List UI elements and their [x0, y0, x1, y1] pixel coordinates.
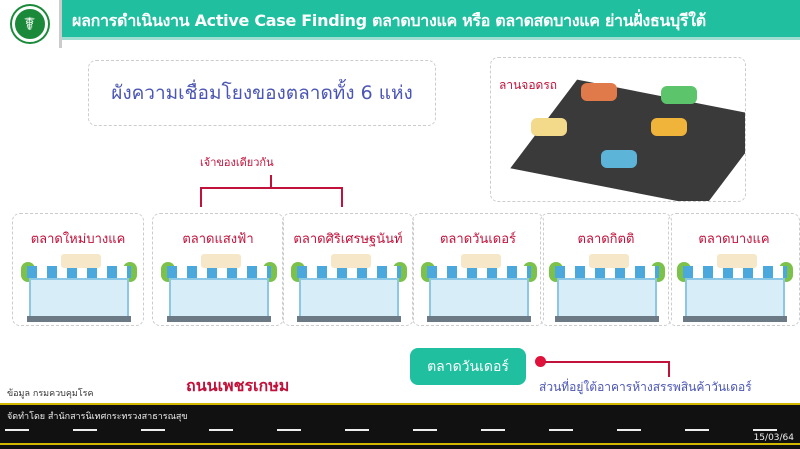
awning: [167, 266, 271, 278]
page-title: ผลการดำเนินงาน Active Case Finding ตลาดบ…: [72, 11, 706, 30]
awning: [27, 266, 131, 278]
parking-lot-panel: ลานจอดรถ: [490, 57, 746, 202]
store-window: [429, 278, 529, 318]
market-card: ตลาดศิริเศรษฐนันท์: [282, 213, 414, 326]
road-markings: [5, 429, 800, 431]
connector-line: [668, 361, 670, 377]
store-window: [685, 278, 785, 318]
market-name: ตลาดศิริเศรษฐนันท์: [293, 232, 403, 247]
store-sign: [61, 254, 101, 268]
store-sign: [331, 254, 371, 268]
car-icon: [601, 150, 637, 168]
header-bar: ผลการดำเนินงาน Active Case Finding ตลาดบ…: [0, 0, 800, 40]
car-icon: [581, 83, 617, 101]
store-window: [557, 278, 657, 318]
date: 15/03/64: [753, 433, 794, 443]
market-name: ตลาดแสงฟ้า: [182, 232, 254, 247]
storefront-icon: [161, 254, 277, 322]
store-sign: [461, 254, 501, 268]
road-edge: [0, 443, 800, 445]
store-base: [297, 316, 401, 322]
store-window: [299, 278, 399, 318]
storefront-icon: [291, 254, 407, 322]
market-name: ตลาดบางแค: [698, 232, 770, 247]
storefront-icon: [677, 254, 793, 322]
store-base: [427, 316, 531, 322]
parking-label: ลานจอดรถ: [499, 78, 558, 92]
storefront-icon: [549, 254, 665, 322]
store-window: [169, 278, 269, 318]
highlight-note: ส่วนที่อยู่ใต้อาคารห้างสรรพสินค้าวันเดอร…: [539, 380, 752, 394]
market-card: ตลาดวันเดอร์: [412, 213, 544, 326]
market-card: ตลาดใหม่บางแค: [12, 213, 144, 326]
bracket-stem: [270, 175, 272, 187]
awning: [683, 266, 787, 278]
connector-dot: [535, 356, 546, 367]
market-card: ตลาดแสงฟ้า: [152, 213, 284, 326]
car-icon: [661, 86, 697, 104]
market-name: ตลาดกิตติ: [577, 232, 635, 247]
store-base: [167, 316, 271, 322]
connector-line: [545, 361, 670, 363]
market-name: ตลาดวันเดอร์: [439, 232, 516, 247]
storefront-icon: [421, 254, 537, 322]
logo-box: ☤: [0, 0, 62, 48]
store-sign: [717, 254, 757, 268]
awning: [555, 266, 659, 278]
diagram-title: ผังความเชื่อมโยงของตลาดทั้ง 6 แห่ง: [88, 60, 436, 126]
wonder-market-button[interactable]: ตลาดวันเดอร์: [410, 348, 526, 385]
storefront-icon: [21, 254, 137, 322]
market-card: ตลาดบางแค: [668, 213, 800, 326]
ministry-logo-icon: ☤: [11, 6, 48, 42]
store-window: [29, 278, 129, 318]
data-source: ข้อมูล กรมควบคุมโรค: [7, 389, 94, 399]
market-name: ตลาดใหม่บางแค: [30, 232, 126, 247]
store-base: [683, 316, 787, 322]
store-sign: [201, 254, 241, 268]
same-owner-bracket: [200, 187, 343, 207]
awning: [427, 266, 531, 278]
parking-lot-illustration: [510, 79, 745, 201]
car-icon: [531, 118, 567, 136]
car-icon: [651, 118, 687, 136]
footer-road: จัดทำโดย สำนักสารนิเทศกระทรวงสาธารณสุข 1…: [0, 403, 800, 449]
awning: [297, 266, 401, 278]
market-card: ตลาดกิตติ: [540, 213, 672, 326]
road-name: ถนนเพชรเกษม: [186, 376, 290, 395]
store-base: [555, 316, 659, 322]
store-base: [27, 316, 131, 322]
same-owner-label: เจ้าของเดียวกัน: [200, 156, 274, 169]
organizer: จัดทำโดย สำนักสารนิเทศกระทรวงสาธารณสุข: [7, 412, 188, 422]
store-sign: [589, 254, 629, 268]
